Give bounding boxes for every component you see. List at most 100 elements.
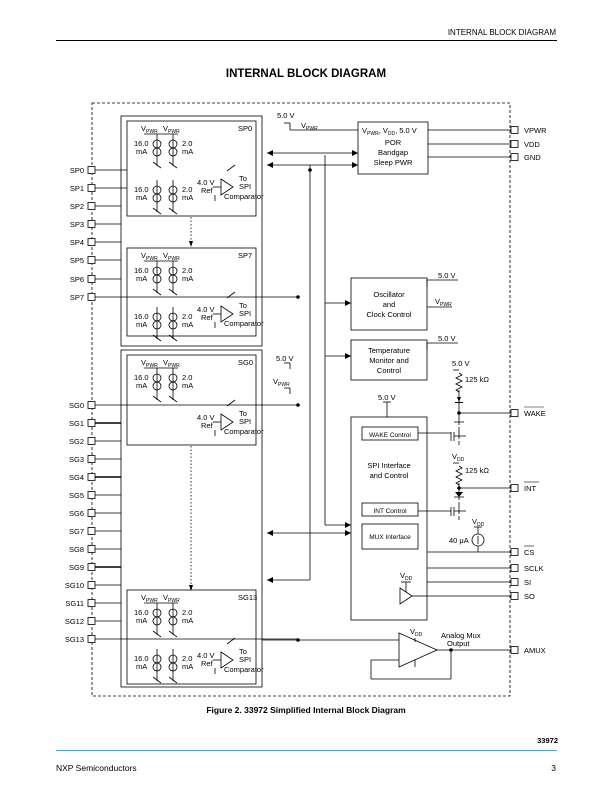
pin-sg5: SG5 (69, 491, 121, 500)
channel-box-sp7 (126, 247, 257, 337)
svg-text:VDD: VDD (400, 571, 413, 582)
pin-label: SG2 (69, 437, 84, 446)
por-block (357, 121, 429, 175)
pin-label: VPWR (524, 126, 547, 135)
pin-label: SG6 (69, 509, 84, 518)
pin-sg9: SG9 (69, 563, 121, 572)
pin-label: SP0 (70, 166, 84, 175)
pin-label: SG9 (69, 563, 84, 572)
section-title: INTERNAL BLOCK DIAGRAM (225, 68, 387, 80)
spi-block-label: SPI Interface and Control WAKE Control I… (367, 432, 411, 541)
svg-text:5.0 V: 5.0 V (438, 334, 456, 343)
pin-sg4: SG4 (69, 473, 121, 482)
chip-boundary (91, 102, 511, 697)
svg-text:Ref: Ref (201, 421, 214, 430)
pin-label: SG10 (65, 581, 84, 590)
svg-text:To: To (239, 174, 247, 183)
svg-text:Control: Control (377, 366, 402, 375)
svg-text:Ref: Ref (201, 313, 214, 322)
pin-sp1: SP1 (70, 184, 127, 193)
pin-sg3: SG3 (69, 455, 121, 464)
svg-text:Sleep PWR: Sleep PWR (374, 158, 413, 167)
pin-label: SG1 (69, 419, 84, 428)
pin-sp0: SP0 (70, 166, 127, 175)
vpwr-label: VPWR (141, 124, 158, 135)
pin-pad (510, 409, 519, 417)
svg-text:SPI: SPI (239, 417, 251, 426)
svg-text:16.0: 16.0 (134, 185, 149, 194)
svg-text:4.0 V: 4.0 V (197, 651, 215, 660)
pin-sg7: SG7 (69, 527, 121, 536)
pin-label: SP6 (70, 275, 84, 284)
oscillator-block-label: Oscillator and Clock Control (366, 290, 411, 319)
svg-text:16.0: 16.0 (134, 139, 149, 148)
amux-label: Analog Mux Output (441, 631, 481, 648)
pin-pad (87, 635, 96, 643)
channel-switch (226, 291, 236, 299)
bus-arrow (345, 300, 351, 306)
svg-text:2.0: 2.0 (182, 266, 192, 275)
svg-text:mA: mA (136, 147, 147, 156)
pin-pad (510, 126, 519, 134)
pin-sp6: SP6 (70, 275, 121, 284)
svg-text:POR: POR (385, 138, 402, 147)
svg-text:and Control: and Control (370, 471, 409, 480)
svg-text:VPWR: VPWR (273, 377, 290, 388)
pin-pad (87, 581, 96, 589)
bus-arrow (267, 162, 273, 168)
channel-box-sg0 (126, 354, 257, 446)
svg-text:Comparator: Comparator (224, 665, 264, 674)
pin-pad (87, 491, 96, 499)
pin-label: SG12 (65, 617, 84, 626)
pin-label: SP7 (70, 293, 84, 302)
svg-text:Analog Mux: Analog Mux (441, 631, 481, 640)
pin-pad (87, 617, 96, 625)
pin-label: SG8 (69, 545, 84, 554)
channel-switch (226, 399, 236, 407)
channel-name: SP0 (238, 124, 252, 133)
pin-label: CS (524, 548, 534, 557)
svg-text:4.0 V: 4.0 V (197, 413, 215, 422)
svg-text:2.0: 2.0 (182, 185, 192, 194)
pin-pad (87, 437, 96, 445)
pin-vpwr: VPWR (510, 126, 547, 135)
pin-label: SP5 (70, 256, 84, 265)
svg-text:5.0 V: 5.0 V (277, 111, 295, 120)
pin-label: SCLK (524, 564, 544, 573)
header-rule (56, 40, 557, 41)
svg-text:16.0: 16.0 (134, 266, 149, 275)
svg-text:Ref: Ref (201, 659, 214, 668)
pin-pad (87, 527, 96, 535)
svg-text:VDD: VDD (472, 517, 485, 528)
pin-pad (87, 256, 96, 264)
pin-label: VDD (524, 140, 540, 149)
svg-text:Output: Output (447, 639, 470, 648)
pin-gnd: GND (510, 153, 541, 162)
wake-resistor-label: 125 kΩ (465, 375, 489, 384)
pin-sg8: SG8 (69, 545, 121, 554)
svg-text:and: and (383, 300, 396, 309)
pin-pad (510, 153, 519, 161)
svg-text:VPWR, VDD, 5.0 V: VPWR, VDD, 5.0 V (362, 126, 417, 137)
pin-pad (87, 509, 96, 517)
pin-label: WAKE (524, 409, 546, 418)
pin-pad (87, 293, 96, 301)
svg-text:2.0: 2.0 (182, 654, 192, 663)
figure-caption: Figure 2. 33972 Simplified Internal Bloc… (206, 705, 406, 715)
pin-sg10: SG10 (65, 581, 121, 590)
pin-pad (87, 473, 96, 481)
svg-text:Comparator: Comparator (224, 319, 264, 328)
pin-label: INT (524, 484, 537, 493)
vpwr-label: VPWR (141, 358, 158, 369)
vpwr-label: VPWR (163, 251, 180, 262)
pin-so: SO (510, 592, 535, 601)
svg-text:16.0: 16.0 (134, 654, 149, 663)
bus-arrow (267, 577, 273, 583)
pin-sg13: SG13 (65, 635, 298, 644)
channel-switch (226, 164, 236, 172)
svg-text:Temperature: Temperature (368, 346, 410, 355)
svg-text:mA: mA (136, 381, 147, 390)
svg-text:SPI Interface: SPI Interface (367, 461, 410, 470)
